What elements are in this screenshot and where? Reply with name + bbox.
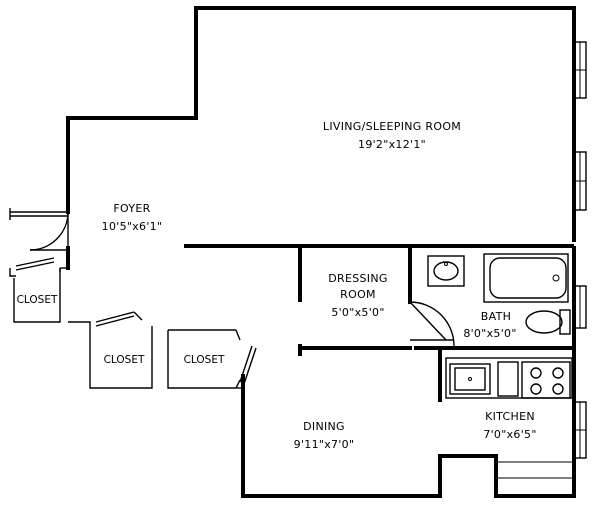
living-room-name: LIVING/SLEEPING ROOM (323, 120, 461, 133)
dressing-room-dims: 5'0"x5'0" (331, 306, 384, 319)
kitchen-name: KITCHEN (485, 410, 535, 423)
kitchen-lower-counter (496, 461, 572, 479)
bathtub-icon (483, 253, 569, 303)
dressing-room-name-1: DRESSING (328, 272, 387, 285)
window-kitchen (573, 401, 587, 459)
foyer-name: FOYER (113, 202, 150, 215)
closet-mid-name: CLOSET (104, 354, 145, 366)
toilet-icon (525, 309, 571, 335)
room-labels: LIVING/SLEEPING ROOM 19'2"x12'1" FOYER 1… (17, 120, 537, 451)
window-upper (573, 41, 587, 99)
closet-right (167, 329, 257, 389)
closet-right-name: CLOSET (184, 354, 225, 366)
fridge-icon (497, 361, 519, 397)
entry-door (9, 208, 69, 251)
closet-left (9, 257, 68, 323)
closet-mid (68, 311, 153, 389)
kitchen-sink-icon (449, 363, 491, 395)
dressing-door (409, 301, 455, 347)
foyer-dims: 10'5"x6'1" (102, 220, 163, 233)
kitchen-fixtures (445, 357, 573, 479)
dining-name: DINING (303, 420, 345, 433)
window-bath (573, 285, 587, 329)
dressing-room-name-2: ROOM (340, 288, 376, 301)
dining-dims: 9'11"x7'0" (294, 438, 355, 451)
stove-icon (521, 361, 571, 399)
window-middle (573, 151, 587, 211)
interior-walls (184, 244, 574, 402)
windows (573, 41, 587, 459)
bath-dims: 8'0"x5'0" (463, 327, 516, 340)
kitchen-dims: 7'0"x6'5" (483, 428, 536, 441)
sink-icon (427, 255, 465, 287)
closet-left-name: CLOSET (17, 294, 58, 306)
living-room-dims: 19'2"x12'1" (358, 138, 426, 151)
kitchen-counter (445, 357, 573, 399)
bath-fixtures (427, 253, 571, 335)
bath-name: BATH (481, 310, 511, 323)
